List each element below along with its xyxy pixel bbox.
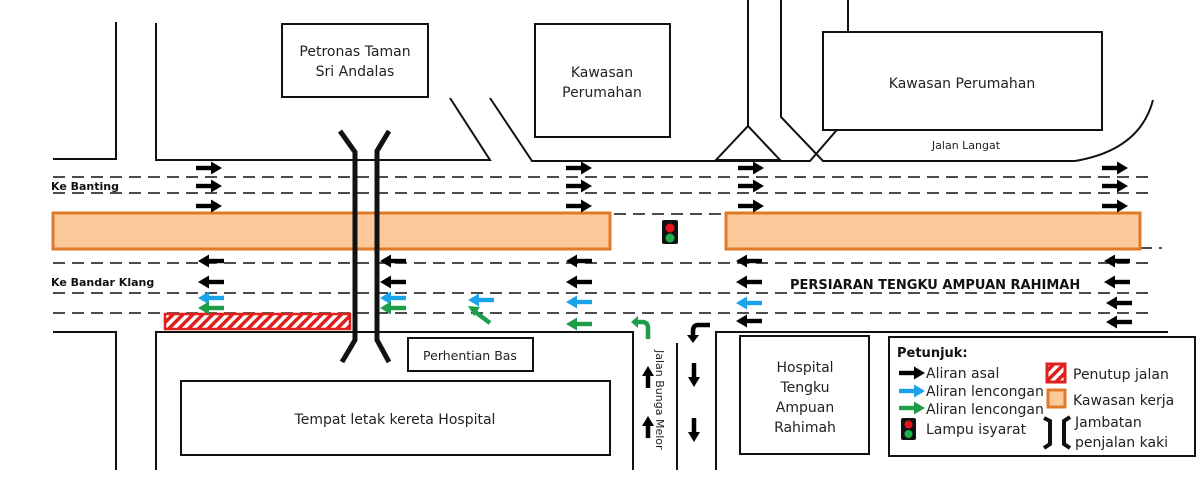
legend-pedestrian-bridge-icon bbox=[1042, 415, 1072, 450]
legend-traffic-light-icon bbox=[901, 418, 916, 440]
original-flow-down-arrow-head bbox=[688, 432, 700, 442]
traffic-island bbox=[713, 124, 783, 161]
detour-green-merge-arrow-head bbox=[468, 306, 480, 316]
hospital-label-3: Ampuan bbox=[776, 400, 834, 416]
detour-blue-arrow-left bbox=[468, 293, 494, 307]
legend-label-penutup-jalan: Penutup jalan bbox=[1073, 367, 1169, 383]
legend-title: Petunjuk: bbox=[897, 346, 968, 361]
detour-blue-arrow-left bbox=[736, 296, 762, 310]
legend-label-aliran-lencongan-blue: Aliran lencongan bbox=[926, 384, 1044, 400]
original-flow-arrow-right bbox=[566, 199, 592, 213]
work-zone-right bbox=[724, 211, 1142, 251]
kawasan-1-label-2: Perumahan bbox=[562, 85, 642, 101]
legend-label-aliran-lencongan-green: Aliran lencongan bbox=[926, 402, 1044, 418]
detour-green-turn-arrow-head bbox=[631, 316, 638, 328]
detour-green-arrow-left bbox=[566, 317, 592, 331]
hospital-label-1: Hospital bbox=[776, 360, 833, 376]
original-flow-arrow-left bbox=[380, 254, 406, 268]
legend-label-jambatan-1: Jambatan bbox=[1074, 415, 1142, 431]
work-zone-left bbox=[51, 211, 612, 251]
jalan-langat-label: Jalan Langat bbox=[931, 139, 1001, 152]
road-closure-icon bbox=[1045, 362, 1067, 384]
building-kawasan-perumahan-2 bbox=[822, 31, 1103, 131]
original-flow-arrow-left bbox=[736, 314, 762, 328]
original-flow-arrow-left bbox=[1104, 254, 1130, 268]
legend-label-kawasan-kerja: Kawasan kerja bbox=[1073, 393, 1174, 409]
persiaran-label: PERSIARAN TENGKU AMPUAN RAHIMAH bbox=[790, 278, 1080, 293]
original-flow-arrow-right bbox=[738, 161, 764, 175]
detour-green-merge-arrow-shaft bbox=[472, 309, 492, 325]
original-flow-arrow-right bbox=[1102, 161, 1128, 175]
perhentian-bas-label: Perhentian Bas bbox=[423, 348, 517, 363]
legend-label-aliran-asal: Aliran asal bbox=[926, 366, 999, 382]
original-flow-arrow-left bbox=[1106, 315, 1132, 329]
lane-markings bbox=[53, 176, 1162, 314]
original-flow-arrow-right bbox=[738, 199, 764, 213]
building-petronas bbox=[281, 23, 429, 98]
original-flow-arrow-right bbox=[196, 161, 222, 175]
legend: Petunjuk: Aliran asal Aliran lencongan A… bbox=[888, 336, 1196, 457]
road-edge bbox=[53, 22, 117, 160]
original-flow-turn-arrow-shaft bbox=[690, 322, 710, 336]
original-flow-arrow-left bbox=[566, 275, 592, 289]
original-flow-arrow-right bbox=[566, 179, 592, 193]
road-edges-top bbox=[53, 0, 1154, 162]
road-edges-bottom bbox=[53, 331, 1168, 470]
original-flow-arrow-right bbox=[738, 179, 764, 193]
jalan-bunga-melor-label: Jalan Bunga Melor bbox=[653, 349, 666, 450]
building-perhentian-bas bbox=[407, 337, 534, 372]
building-hospital bbox=[739, 335, 870, 455]
original-flow-arrow-right bbox=[196, 199, 222, 213]
pedestrian-bridge-icon bbox=[337, 129, 392, 364]
building-tempat-letak-kereta bbox=[180, 380, 611, 456]
flow-arrows bbox=[196, 161, 1132, 442]
original-flow-arrow-left bbox=[380, 275, 406, 289]
original-flow-down-arrow-head bbox=[688, 377, 700, 387]
original-flow-arrow-right bbox=[1102, 199, 1128, 213]
legend-label-lampu-isyarat: Lampu isyarat bbox=[926, 422, 1027, 438]
original-flow-arrow-right bbox=[566, 161, 592, 175]
original-flow-arrow-left bbox=[198, 275, 224, 289]
original-flow-arrow-right bbox=[1102, 179, 1128, 193]
original-flow-arrow-left bbox=[198, 254, 224, 268]
original-flow-arrow-left bbox=[1106, 296, 1132, 310]
legend-box bbox=[888, 336, 1196, 457]
traffic-light-icon bbox=[662, 220, 678, 244]
petronas-label-2: Sri Andalas bbox=[316, 64, 395, 80]
road-edge bbox=[780, 0, 1075, 162]
original-flow-arrow-left bbox=[1104, 275, 1130, 289]
work-zone-icon bbox=[1046, 388, 1067, 409]
original-flow-arrow-right bbox=[196, 179, 222, 193]
original-flow-turn-arrow-head bbox=[687, 335, 699, 343]
tempat-letak-kereta-label: Tempat letak kereta Hospital bbox=[294, 412, 496, 428]
legend-label-jambatan-2: penjalan kaki bbox=[1075, 435, 1168, 451]
road-edge bbox=[155, 23, 492, 161]
building-kawasan-perumahan-1 bbox=[534, 23, 671, 138]
petronas-label-1: Petronas Taman bbox=[299, 44, 410, 60]
original-flow-arrow-left bbox=[736, 254, 762, 268]
original-flow-arrow-left bbox=[736, 275, 762, 289]
hospital-label-2: Tengku bbox=[779, 380, 829, 396]
kawasan-1-label-1: Kawasan bbox=[571, 65, 633, 81]
road-closure bbox=[163, 312, 352, 331]
hospital-label-4: Rahimah bbox=[774, 420, 836, 436]
ke-banting-label: Ke Banting bbox=[51, 180, 119, 193]
road-curve bbox=[1074, 99, 1154, 162]
original-flow-up-arrow-head bbox=[642, 416, 654, 426]
detour-green-turn-arrow-shaft bbox=[636, 319, 651, 339]
original-flow-arrow-left bbox=[566, 254, 592, 268]
kawasan-2-label: Kawasan Perumahan bbox=[889, 76, 1035, 92]
ke-bandar-klang-label: Ke Bandar Klang bbox=[51, 276, 154, 289]
detour-blue-arrow-left bbox=[566, 295, 592, 309]
original-flow-up-arrow-head bbox=[642, 366, 654, 376]
